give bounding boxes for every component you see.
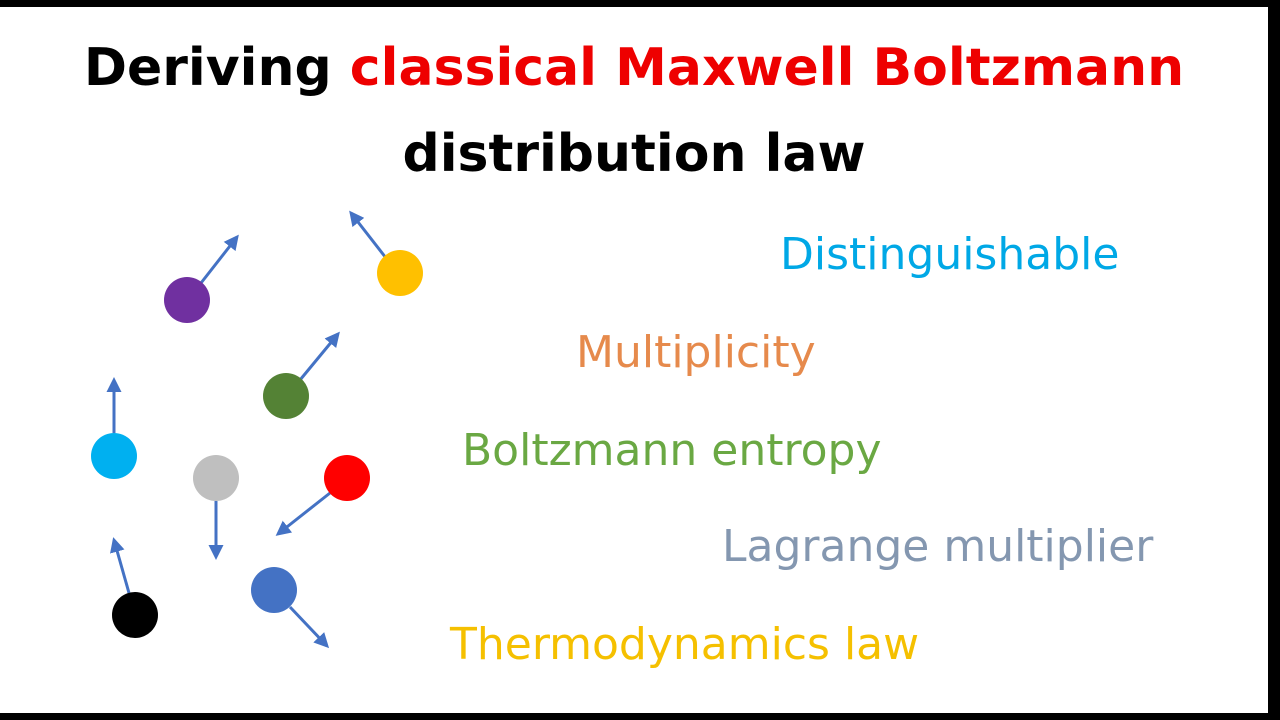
keyword-multiplicity: Multiplicity: [576, 327, 816, 378]
particle-green: [263, 373, 309, 419]
keyword-thermodynamics-law: Thermodynamics law: [450, 619, 920, 670]
velocity-arrow-blue: [288, 605, 330, 649]
particle-gray: [193, 455, 239, 501]
slide: Deriving classical Maxwell Boltzmann dis…: [0, 7, 1268, 713]
particle-cyan: [91, 433, 137, 479]
title-prefix: Deriving: [83, 38, 350, 98]
particle-red: [324, 455, 370, 501]
title-line-2: distribution law: [402, 124, 866, 184]
particle-blue: [251, 567, 297, 613]
velocity-arrow-black: [110, 537, 131, 594]
velocity-arrow-green: [298, 331, 340, 381]
particle-illustration: [91, 210, 423, 649]
velocity-arrow-yellow: [349, 210, 388, 259]
keyword-lagrange-multiplier: Lagrange multiplier: [722, 521, 1154, 572]
velocity-arrow-purple: [199, 234, 239, 284]
title-line-1: Deriving classical Maxwell Boltzmann: [0, 37, 1268, 99]
keyword-boltzmann-entropy: Boltzmann entropy: [462, 425, 882, 476]
particle-purple: [164, 277, 210, 323]
particle-group: [91, 210, 423, 649]
title-highlight: classical Maxwell Boltzmann: [349, 38, 1185, 98]
particle-yellow: [377, 250, 423, 296]
keyword-distinguishable: Distinguishable: [780, 229, 1120, 280]
velocity-arrow-red: [275, 491, 331, 536]
particle-black: [112, 592, 158, 638]
